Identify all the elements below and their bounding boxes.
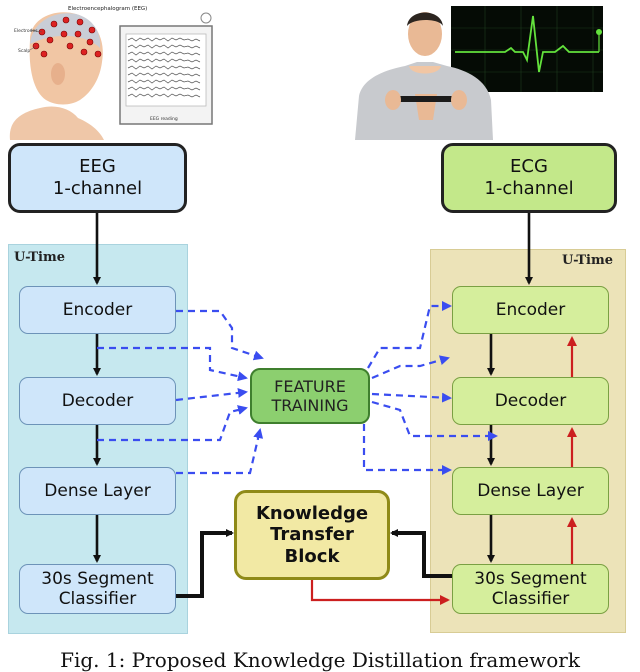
arrow-kt-to-ecg-classifier [310, 580, 450, 605]
blue-eeg-encoder-to-feature [176, 309, 264, 361]
ecg-encoder-label: Encoder [495, 299, 566, 320]
eeg-decoder-label: Decoder [61, 390, 134, 411]
eeg-input-box: EEG 1-channel [8, 143, 187, 213]
blue-feature-to-ecg-enc-dec [371, 355, 450, 380]
eeg-encoder-label: Encoder [62, 299, 133, 320]
feature-training-label: FEATURE TRAINING [271, 376, 349, 415]
blue-eeg-decoder-to-feature [175, 387, 248, 402]
blue-eeg-dense-to-feature [176, 428, 264, 475]
ecg-input-box: ECG 1-channel [441, 143, 617, 213]
blue-eeg-dec-dense-to-feature [97, 405, 248, 442]
blue-feature-to-ecg-dense [362, 412, 452, 475]
arrow-ecg-classifier-to-kt [390, 529, 452, 578]
eeg-illustration-title: Electroencephalogram (EEG) [68, 6, 147, 12]
figure-caption: Fig. 1: Proposed Knowledge Distillation … [60, 648, 580, 672]
blue-feature-to-ecg-encoder [367, 301, 452, 369]
eeg-classifier-label: 30s Segment Classifier [41, 568, 154, 609]
blue-feature-to-ecg-dec-dense [371, 400, 498, 441]
blue-feature-to-ecg-decoder [371, 392, 452, 403]
eeg-reading-label: EEG reading [150, 116, 178, 122]
knowledge-transfer-box: Knowledge Transfer Block [234, 490, 390, 580]
eeg-illustration: Electroencephalogram (EEG) Electrodes Sc… [9, 6, 213, 140]
eeg-decoder-box: Decoder [19, 377, 176, 425]
ecg-input-label: ECG 1-channel [484, 156, 574, 199]
ecg-classifier-label: 30s Segment Classifier [474, 568, 587, 609]
connector-arrows [93, 213, 577, 605]
ecg-decoder-label: Decoder [494, 390, 567, 411]
ecg-encoder-box: Encoder [452, 286, 609, 334]
ecg-decoder-box: Decoder [452, 377, 609, 425]
ecg-dense-label: Dense Layer [477, 480, 584, 501]
eeg-dense-label: Dense Layer [44, 480, 151, 501]
electrodes-label: Electrodes [14, 28, 38, 34]
ecg-utime-title: U-Time [562, 253, 613, 268]
knowledge-transfer-label: Knowledge Transfer Block [255, 502, 369, 567]
arrow-eeg-classifier-to-kt [176, 529, 234, 598]
eeg-input-label: EEG 1-channel [52, 156, 143, 199]
ecg-classifier-box: 30s Segment Classifier [452, 564, 609, 614]
eeg-classifier-box: 30s Segment Classifier [19, 564, 176, 614]
blue-eeg-enc-dec-to-feature [97, 346, 248, 382]
eeg-utime-title: U-Time [14, 250, 65, 265]
feature-training-box: FEATURE TRAINING [250, 368, 370, 424]
ecg-monitor [451, 6, 603, 92]
eeg-dense-box: Dense Layer [19, 467, 176, 515]
scalp-label: Scalp [18, 48, 30, 54]
eeg-encoder-box: Encoder [19, 286, 176, 334]
ecg-dense-box: Dense Layer [452, 467, 609, 515]
ecg-illustration [355, 6, 603, 140]
